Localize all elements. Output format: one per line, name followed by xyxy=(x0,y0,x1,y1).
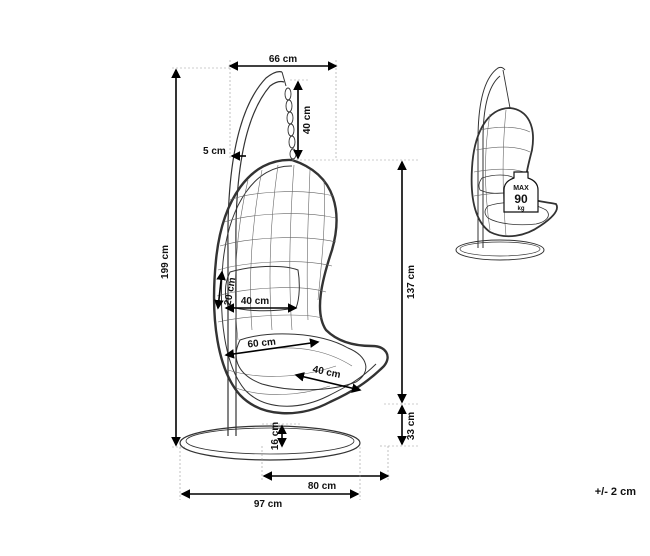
label-base-height: 16 cm xyxy=(270,422,281,450)
chain xyxy=(284,87,297,160)
label-ground-to-chair: 33 cm xyxy=(406,412,417,440)
badge-label: MAX xyxy=(513,185,529,192)
badge-value: 90 xyxy=(514,192,528,206)
dimension-lines xyxy=(171,60,420,500)
weave xyxy=(216,164,337,395)
label-chain: 40 cm xyxy=(302,106,313,134)
label-total-width: 97 cm xyxy=(254,499,282,510)
label-total-height: 199 cm xyxy=(160,245,171,279)
thumbnail-chair: MAX 90 kg xyxy=(455,66,558,261)
label-top-width: 66 cm xyxy=(269,54,297,65)
main-chair xyxy=(179,71,389,461)
dimension-labels: 66 cm 40 cm 5 cm 199 cm 137 cm 33 cm 16 … xyxy=(160,54,417,510)
kettlebell-icon xyxy=(503,171,539,213)
label-pole-gap: 5 cm xyxy=(203,146,226,157)
label-seat-cushion-depth: 40 cm xyxy=(312,364,342,381)
label-seat-width: 60 cm xyxy=(247,337,276,351)
weight-badge: MAX 90 kg xyxy=(503,171,539,213)
badge-unit: kg xyxy=(517,206,524,212)
base-inner xyxy=(185,427,355,455)
dim-back-cushion-height xyxy=(214,270,226,310)
dim-seat-width xyxy=(224,338,320,359)
label-back-cushion-height: 20 cm xyxy=(223,277,239,307)
label-back-cushion-width: 40 cm xyxy=(241,296,269,307)
dim-seat-cushion-depth xyxy=(294,372,362,393)
tolerance-note: +/- 2 cm xyxy=(594,486,636,498)
pod-shell xyxy=(212,158,389,415)
label-chair-height: 137 cm xyxy=(406,265,417,299)
label-base-width: 80 cm xyxy=(308,481,336,492)
